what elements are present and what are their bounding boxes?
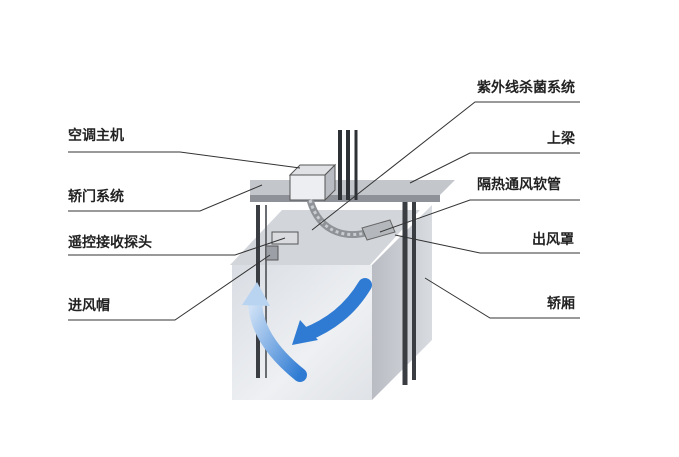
car-side-face: [372, 205, 432, 400]
label-elevator-car: 轿厢: [547, 296, 575, 312]
label-remote-receiver: 遥控接收探头: [68, 235, 152, 251]
air-outlet-hood-shape: [361, 219, 396, 241]
airflow-arrow-down: [298, 278, 372, 342]
label-air-intake-cap: 进风帽: [68, 298, 110, 314]
air-intake-cap-shape: [265, 245, 279, 261]
beam-top: [250, 180, 455, 195]
leader-lines: [68, 101, 580, 321]
ac-unit-box: [288, 163, 337, 202]
label-uv-sterilization: 紫外线杀菌系统: [477, 80, 575, 96]
label-car-door-system: 轿门系统: [68, 189, 124, 205]
label-ac-main-unit: 空调主机: [68, 128, 124, 144]
label-air-outlet-hood: 出风罩: [532, 232, 574, 248]
label-insulated-hose: 隔热通风软管: [477, 177, 561, 193]
top-beam-structure: [250, 130, 455, 202]
beam-front: [250, 195, 440, 202]
label-top-beam: 上梁: [547, 131, 575, 147]
airflow-arrow-up: [248, 293, 307, 382]
